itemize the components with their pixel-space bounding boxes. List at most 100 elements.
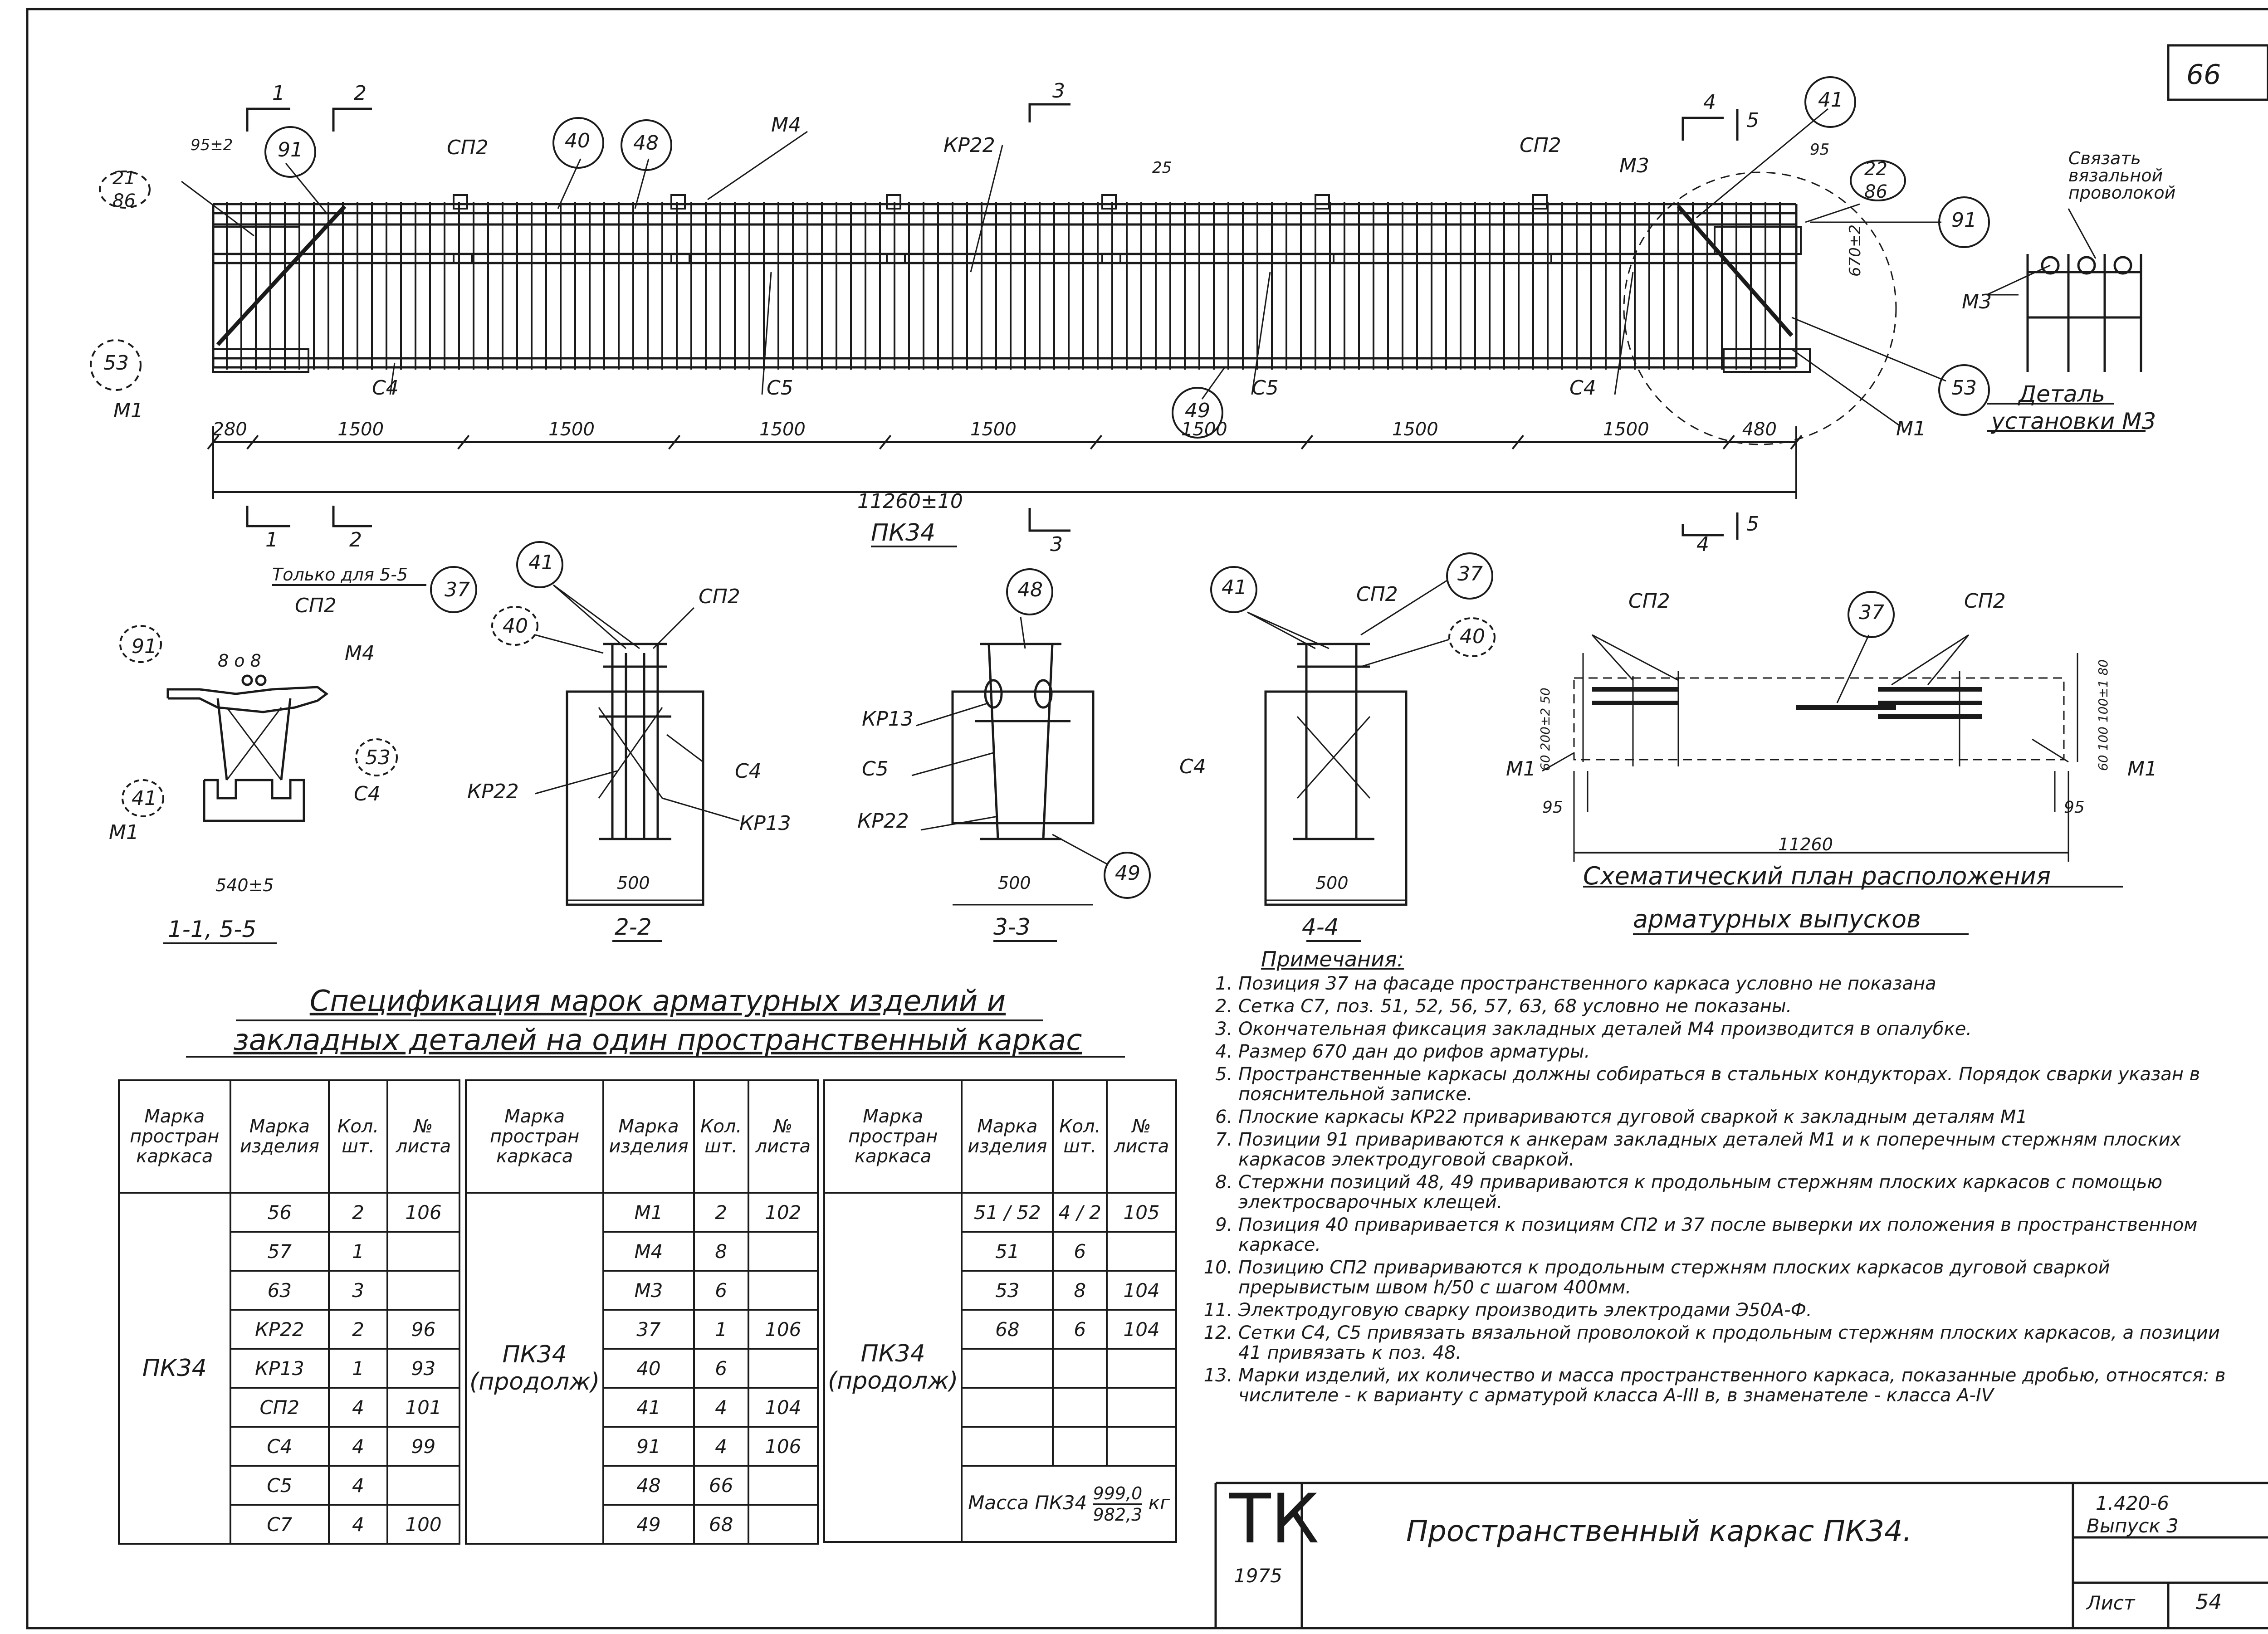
sheet-no: 54 (2195, 1590, 2222, 1614)
plan-dim-95-right: 95 (2064, 798, 2085, 817)
dim-670: 670±2 (1846, 224, 1864, 277)
cell-sheet: 100 (386, 1504, 461, 1545)
detail-caption-1: Деталь (2019, 381, 2106, 407)
cell-item: 56 (229, 1192, 330, 1233)
note-item: Стержни позиций 48, 49 привариваются к п… (1238, 1172, 2241, 1212)
cell-sheet (747, 1270, 819, 1311)
s22-c4: С4 (735, 760, 762, 783)
label-m3: М3 (1619, 154, 1649, 177)
sheet-border (26, 8, 2268, 1629)
cell-sheet (747, 1348, 819, 1389)
section-4-4-drawing (1264, 643, 1408, 906)
cell-qty: 2 (328, 1309, 388, 1350)
cell-sheet: 106 (747, 1309, 819, 1350)
section-1-1-drawing (166, 674, 329, 822)
hdr-sheet: № листа (1106, 1079, 1177, 1194)
dim-tick (879, 434, 892, 450)
detail-callout-circle (1623, 171, 1897, 445)
section-mark-4-top: 4 (1703, 91, 1716, 114)
year: 1975 (1234, 1565, 1282, 1587)
cell-item: 53 (961, 1270, 1054, 1311)
circle-53-left: 53 (103, 351, 129, 375)
cell-qty: 6 (693, 1348, 749, 1389)
cell-qty: 2 (693, 1192, 749, 1233)
dim-tick (246, 434, 259, 450)
cell-sheet (386, 1270, 461, 1311)
s22-sp2: СП2 (699, 585, 740, 608)
s11-bars: 8 о 8 (218, 651, 261, 671)
cell-qty: 6 (1052, 1309, 1108, 1350)
s33-caption: 3-3 (993, 914, 1031, 940)
cell-item: М1 (602, 1192, 695, 1233)
hdr-item: Марка изделия (229, 1079, 330, 1194)
cell-item: СП2 (229, 1387, 330, 1428)
leaders-main (181, 108, 1946, 427)
cell-item: 57 (229, 1231, 330, 1272)
s11-circle-91: 91 (132, 635, 157, 658)
notes-header: Примечания: (1261, 947, 1404, 971)
cell-qty: 8 (693, 1231, 749, 1272)
s22-circle-40: 40 (503, 615, 528, 638)
s11-circle-37: 37 (445, 578, 470, 601)
cell-item: 37 (602, 1309, 695, 1350)
hdr-frame: Марка простран каркаса (823, 1079, 963, 1194)
empty-cell (1052, 1348, 1108, 1389)
section-mark-3-top: 3 (1052, 79, 1065, 102)
dim-tick (457, 434, 470, 450)
s11-circle-53: 53 (365, 746, 391, 769)
cell-item: М3 (602, 1270, 695, 1311)
note-item: Электродуговую сварку производить электр… (1238, 1300, 2241, 1320)
dim-tick (1722, 434, 1735, 450)
plan-sp2-left: СП2 (1628, 590, 1670, 613)
circle-49: 49 (1185, 399, 1210, 422)
plan-title-2: арматурных выпусков (1633, 905, 1921, 933)
note-item: Позиция 37 на фасаде пространственного к… (1238, 974, 2241, 994)
cell-qty: 4 / 2 (1052, 1192, 1108, 1233)
s11-m1: М1 (109, 821, 139, 844)
s11-circle-41: 41 (132, 787, 157, 810)
cell-item: С4 (229, 1426, 330, 1467)
cell-item: С5 (229, 1465, 330, 1506)
note-item: Позиция 40 приваривается к позициям СП2 … (1238, 1215, 2241, 1255)
stirrups (226, 202, 1781, 370)
main-view-title: ПК34 (871, 519, 936, 546)
spec-table-3: Марка простран каркаса Марка изделия Кол… (823, 1079, 1177, 1543)
cell-sheet: 102 (747, 1192, 819, 1233)
s11-c4: С4 (354, 782, 381, 805)
issue: Выпуск 3 (2087, 1515, 2179, 1537)
mass-den: 982,3 (1093, 1504, 1143, 1525)
title-block-lines (1214, 1482, 2268, 1628)
drawing-title: Пространственный каркас ПК34. (1406, 1515, 1912, 1548)
spec-table-1: Марка простран каркаса Марка изделия Кол… (118, 1079, 461, 1545)
notes-list: Позиция 37 на фасаде пространственного к… (1198, 974, 2241, 1405)
cell-qty: 68 (693, 1504, 749, 1545)
note-item: Плоские каркасы КР22 привариваются дугов… (1238, 1107, 2241, 1127)
dim-segment-label: 1500 (970, 419, 1017, 440)
section-2-2-drawing (566, 643, 704, 906)
cell-qty: 1 (693, 1309, 749, 1350)
spec-table-2: Марка простран каркаса Марка изделия Кол… (464, 1079, 819, 1545)
plan-dim-95-left: 95 (1542, 798, 1563, 817)
plan-length: 11260 (1778, 834, 1833, 854)
empty-cell (1106, 1387, 1177, 1428)
cell-qty: 4 (328, 1426, 388, 1467)
note-item: Марки изделий, их количество и масса про… (1238, 1366, 2241, 1405)
dim-segment-label: 1500 (759, 419, 806, 440)
hdr-frame: Марка простран каркаса (464, 1079, 605, 1194)
hdr-item: Марка изделия (961, 1079, 1054, 1194)
s33-kr13: КР13 (862, 707, 914, 731)
circle-53-right: 53 (1951, 376, 1977, 400)
s11-sp2: СП2 (295, 594, 337, 617)
section-mark-2-top: 2 (354, 82, 367, 105)
empty-cell (1052, 1387, 1108, 1428)
dim-95-left: 95±2 (191, 136, 233, 154)
hdr-sheet: № листа (747, 1079, 819, 1194)
s22-circle-41: 41 (528, 551, 554, 574)
section-mark-4-bottom: 4 (1696, 533, 1709, 556)
